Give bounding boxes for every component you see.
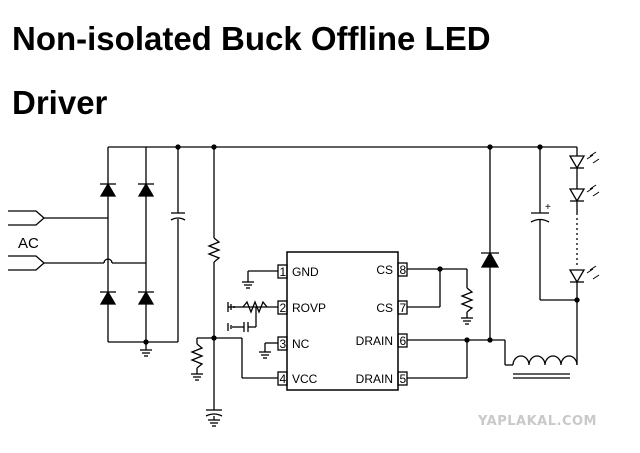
pin-1-ground (241, 270, 278, 289)
ic-right-pins (397, 262, 408, 386)
startup-resistor (205, 144, 278, 427)
rovp-capacitor (227, 307, 257, 332)
pin-7-number: 7 (400, 301, 407, 315)
diagram-title-line-1: Non-isolated Buck Offline LED (12, 20, 491, 57)
drain-net (407, 337, 505, 379)
pin-5-name: DRAIN (356, 372, 393, 386)
pin-2-number: 2 (280, 301, 287, 315)
vcc-resistor (190, 337, 214, 381)
pin-8-number: 8 (400, 263, 407, 277)
pin-2-name: ROVP (292, 301, 326, 315)
cs-sense-resistor (407, 266, 474, 325)
buck-inductor (504, 340, 578, 379)
ac-label: AC (18, 235, 39, 252)
diagram-title-line-2: Driver (12, 84, 108, 121)
pin-7-name: CS (376, 301, 393, 315)
pin-1-number: 1 (280, 265, 287, 279)
pin-3-ground (258, 342, 278, 359)
pin-3-number: 3 (280, 337, 287, 351)
pin-5-number: 5 (400, 372, 407, 386)
bridge-rectifier (99, 146, 490, 357)
pin-6-number: 6 (400, 334, 407, 348)
pin-3-name: NC (292, 337, 310, 351)
rovp-resistor (227, 300, 278, 314)
output-capacitor (490, 144, 580, 303)
pin-4-name: VCC (292, 372, 318, 386)
pin-8-name: CS (376, 263, 393, 277)
pin-6-name: DRAIN (356, 334, 393, 348)
pin-4-number: 4 (280, 372, 287, 386)
watermark: YAPLAKAL.COM (478, 414, 597, 429)
led-light-arrows (586, 151, 600, 280)
ic-left-pins (277, 264, 288, 386)
ac-input-terminals (8, 210, 146, 271)
freewheel-diode (480, 144, 500, 340)
ic-body (286, 251, 399, 391)
capacitor-plus-sign: + (545, 202, 551, 213)
input-capacitor (170, 144, 186, 342)
led-string (568, 147, 586, 365)
pin-1-name: GND (292, 265, 319, 279)
